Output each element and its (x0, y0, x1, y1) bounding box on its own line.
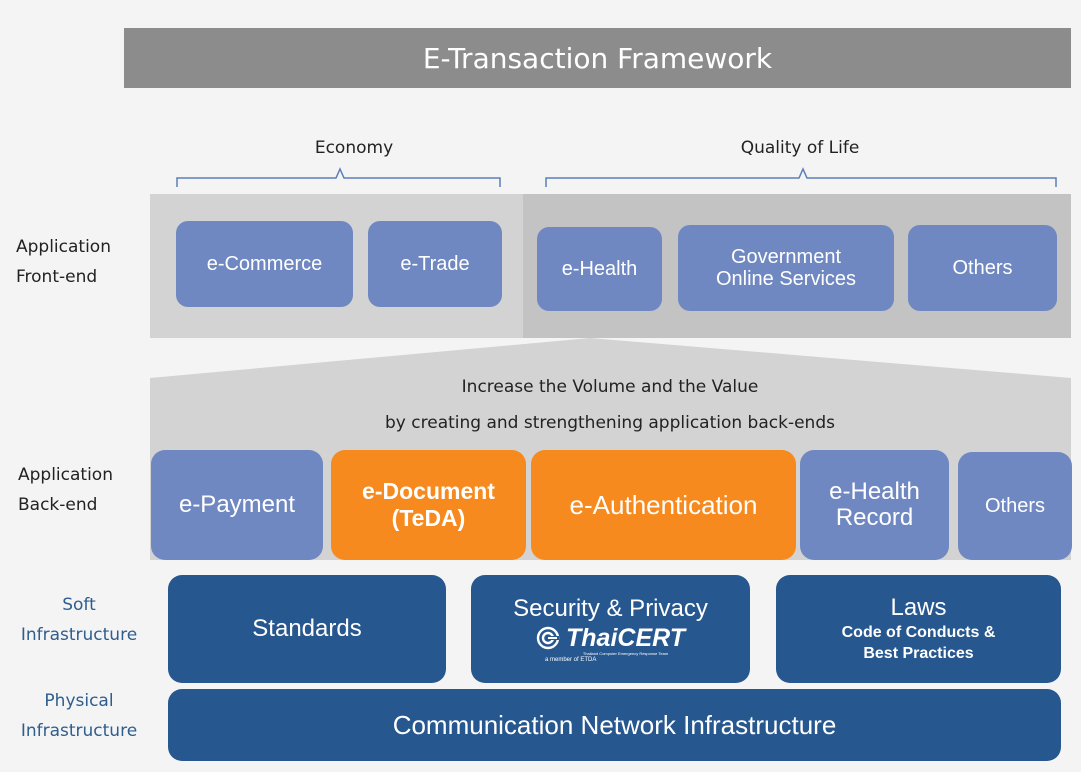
others-front-box: Others (908, 225, 1057, 311)
row-label-line: Application (18, 465, 113, 485)
economy-label: Economy (314, 138, 394, 158)
row-label-front-end: Application Front-end (16, 232, 111, 292)
e-commerce-box: e-Commerce (176, 221, 353, 307)
government-online-services-box: Government Online Services (678, 225, 894, 311)
security-privacy-title: Security & Privacy (513, 594, 708, 622)
box-line: Online Services (715, 268, 857, 290)
laws-box: Laws Code of Conducts & Best Practices (776, 575, 1061, 683)
thaicert-icon (536, 626, 560, 649)
row-label-line: Front-end (16, 267, 98, 287)
row-label-line: Application (16, 237, 111, 257)
box-line: Government (730, 246, 842, 268)
e-document-box: e-Document (TeDA) (331, 450, 526, 560)
row-label-line: Back-end (18, 495, 98, 515)
laws-sub-line: Best Practices (863, 645, 974, 662)
row-label-back-end: Application Back-end (18, 460, 113, 520)
box-line: Record (835, 504, 914, 531)
backend-heading-line1: Increase the Volume and the Value (461, 377, 759, 397)
thaicert-member: a member of ETDA (545, 656, 597, 663)
row-label-line: Infrastructure (20, 625, 138, 645)
thaicert-wordmark: ThaiCERT (566, 623, 685, 652)
e-health-box: e-Health (537, 227, 662, 311)
box-line: e-Document (362, 478, 495, 504)
security-privacy-box: Security & Privacy ThaiCERT Thailand Com… (471, 575, 750, 683)
quality-of-life-label: Quality of Life (740, 138, 860, 158)
e-payment-box: e-Payment (151, 450, 323, 560)
e-authentication-box: e-Authentication (531, 450, 796, 560)
communication-network-box: Communication Network Infrastructure (168, 689, 1061, 761)
box-line: (TeDA) (391, 505, 466, 531)
thaicert-logo: ThaiCERT (536, 625, 685, 651)
row-label-line: Physical (44, 691, 114, 711)
quality-bracket (545, 167, 1057, 187)
row-label-line: Infrastructure (20, 721, 138, 741)
backend-heading-line2: by creating and strengthening applicatio… (385, 413, 835, 433)
thaicert-tagline: Thailand Computer Emergency Response Tea… (582, 650, 669, 656)
e-trade-box: e-Trade (368, 221, 502, 307)
row-label-line: Soft (62, 595, 96, 615)
laws-title: Laws (890, 594, 947, 621)
others-back-box: Others (958, 452, 1072, 560)
box-line: e-Health (829, 478, 920, 505)
laws-sub-line: Code of Conducts & (841, 624, 996, 641)
framework-title: E-Transaction Framework (124, 28, 1071, 88)
economy-bracket (176, 167, 501, 187)
row-label-soft-infrastructure: Soft Infrastructure (14, 590, 144, 650)
row-label-physical-infrastructure: Physical Infrastructure (14, 686, 144, 746)
standards-box: Standards (168, 575, 446, 683)
e-health-record-box: e-Health Record (800, 450, 949, 560)
